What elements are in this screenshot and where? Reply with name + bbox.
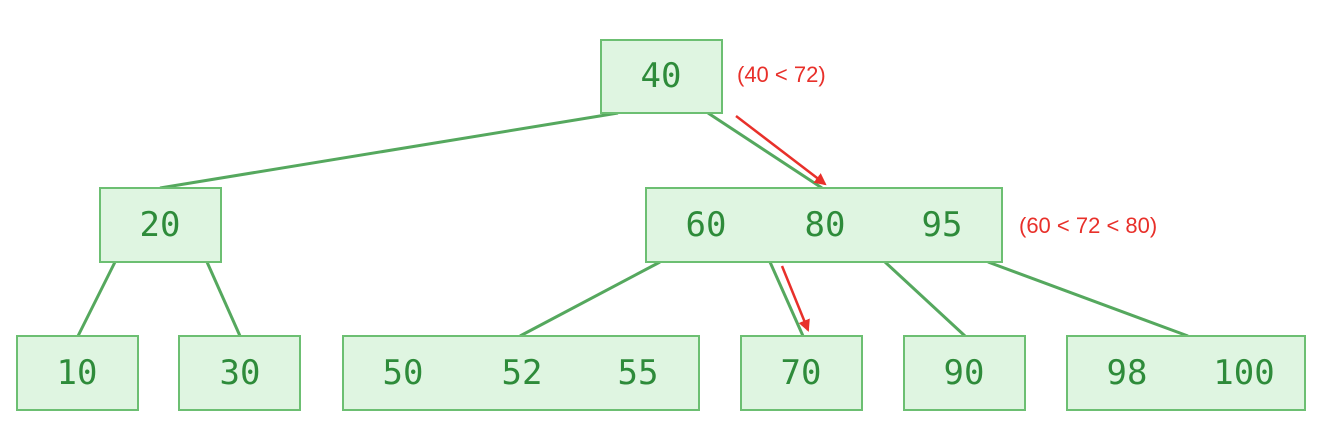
node-key: 20	[140, 205, 181, 245]
edge-right-leaf4	[768, 261, 805, 337]
node-box	[99, 187, 222, 263]
node-leaf-4: 70	[740, 335, 863, 411]
node-key: 40	[641, 56, 682, 96]
node-left-internal: 20	[99, 187, 222, 263]
search-arrow-root-to-right	[735, 115, 827, 186]
node-box	[645, 187, 1003, 263]
node-key: 95	[922, 205, 963, 245]
node-key: 50	[383, 353, 424, 393]
node-leaf-1: 10	[16, 335, 139, 411]
node-leaf-2: 30	[178, 335, 301, 411]
node-leaf-6: 98 100	[1066, 335, 1306, 411]
node-box	[342, 335, 700, 411]
node-key: 30	[220, 353, 261, 393]
edge-right-leaf5	[883, 260, 967, 338]
tree-edges	[76, 111, 1189, 338]
node-key: 10	[57, 353, 98, 393]
annotation-root-compare: (40 < 72)	[737, 62, 826, 87]
node-key: 70	[781, 353, 822, 393]
node-key: 52	[502, 353, 543, 393]
edge-root-left	[159, 111, 619, 190]
edge-right-leaf3	[519, 260, 661, 338]
annotation-internal-compare: (60 < 72 < 80)	[1019, 213, 1157, 238]
node-key: 98	[1107, 353, 1148, 393]
search-arrow-right-to-leaf4	[780, 265, 810, 332]
edge-root-right	[707, 111, 823, 190]
search-path-arrows	[735, 115, 827, 332]
node-leaf-3: 50 52 55	[342, 335, 700, 411]
node-key: 90	[944, 353, 985, 393]
node-box	[903, 335, 1026, 411]
node-box	[178, 335, 301, 411]
edge-right-leaf6	[987, 260, 1189, 338]
node-key: 100	[1213, 353, 1274, 393]
edge-left-leaf2	[205, 261, 242, 337]
node-key: 55	[618, 353, 659, 393]
node-key: 80	[805, 205, 846, 245]
node-box	[600, 39, 723, 114]
edge-left-leaf1	[76, 261, 117, 337]
node-root: 40	[600, 39, 723, 114]
node-box	[740, 335, 863, 411]
node-leaf-5: 90	[903, 335, 1026, 411]
node-box	[1066, 335, 1306, 411]
node-right-internal: 60 80 95	[645, 187, 1003, 263]
node-box	[16, 335, 139, 411]
node-key: 60	[686, 205, 727, 245]
